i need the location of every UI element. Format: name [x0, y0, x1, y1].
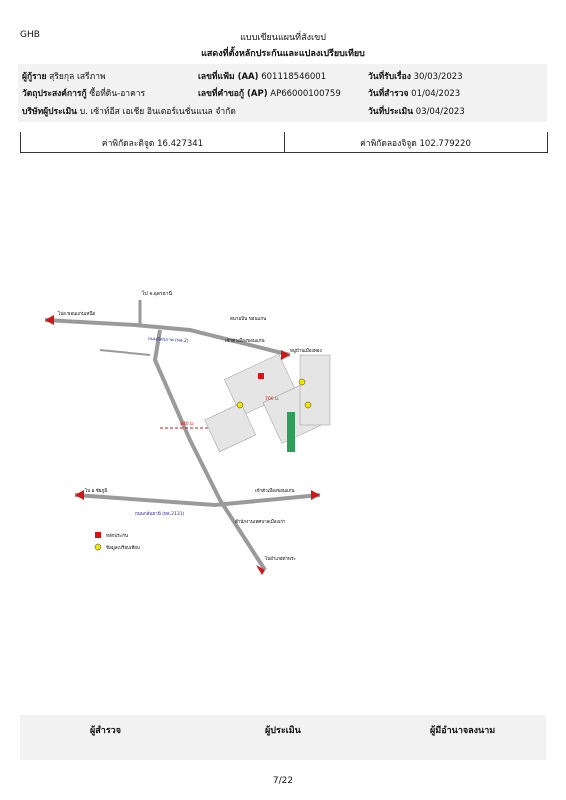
survey-date-field: วันที่สำรวจ 01/04/2023 [368, 86, 460, 100]
request-no-field: เลขที่คำขอกู้ (AP) AP66000100759 [198, 86, 341, 100]
label-udon: ไป จ.อุดรธานี [141, 290, 173, 297]
coordinates-divider [284, 132, 285, 152]
highway-2131 [74, 493, 321, 508]
purpose-value: ซื้อที่ดิน-อาคาร [89, 89, 146, 99]
label-airport: สนามบิน ขอนแก่น [230, 316, 266, 322]
appraiser-company-value: บ. เซ้าท์อีส เอเชีย อินเตอร์เนชั่นแนล จำ… [79, 107, 236, 117]
bank-code: GHB [20, 30, 40, 40]
request-no-label: เลขที่คำขอกู้ (AP) [198, 89, 268, 99]
appraiser-company-label: บริษัทผู้ประเมิน [22, 107, 77, 117]
borrower-field: ผู้กู้ราย สุริยกุล เสรีภาพ [22, 69, 106, 83]
latitude-cell: ค่าพิกัดละติจูด 16.427341 [101, 139, 204, 149]
compare-marker-3 [304, 401, 312, 409]
document-subtitle: แสดงที่ตั้งหลักประกันและแปลงเปรียบเทียบ [201, 49, 365, 59]
arrow-west-lower [75, 490, 84, 500]
appraisal-date-value: 03/04/2023 [415, 107, 465, 117]
arrow-east-lower [311, 490, 320, 500]
signature-appraiser: ผู้ประเมิน [265, 726, 301, 736]
request-no-value: AP66000100759 [270, 89, 341, 99]
legend-collateral-label: หลักประกัน [106, 533, 128, 539]
compare-marker-2 [298, 378, 306, 386]
purpose-label: วัตถุประสงค์การกู้ [22, 89, 87, 99]
legend-compare-label: ข้อมูลเปรียบเทียบ [106, 545, 140, 551]
label-city-center: เข้าตัวเมืองขอนแก่น [225, 337, 265, 344]
label-city-center-2: เข้าตัวเมืองขอนแก่น [255, 487, 295, 494]
legend-collateral-swatch [95, 532, 101, 538]
location-sketch-map: ไป จ.อุดรธานี ถนนมิตรภาพ (ทล.2) ไปอ.ขอนแ… [44, 290, 331, 575]
label-village: หมู่บ้านเมืองทอง [290, 347, 322, 354]
document-title: แบบเขียนแผนที่สังเขป [240, 33, 326, 43]
appraiser-company-field: บริษัทผู้ประเมิน บ. เซ้าท์อีส เอเชีย อิน… [22, 104, 236, 118]
borrower-label: ผู้กู้ราย [22, 72, 47, 82]
received-date-field: วันที่รับเรื่อง 30/03/2023 [368, 69, 463, 83]
borrower-value: สุริยกุล เสรีภาพ [49, 72, 106, 82]
arrow-east [281, 350, 290, 360]
signature-approver: ผู้มีอำนาจลงนาม [430, 726, 496, 736]
signature-bar: ผู้สำรวจ ผู้ประเมิน ผู้มีอำนาจลงนาม [20, 715, 546, 760]
coordinates-table: ค่าพิกัดละติจูด 16.427341 ค่าพิกัดลองจิจ… [20, 132, 548, 153]
arrow-south [256, 565, 265, 575]
subdivision-blocks [204, 353, 331, 453]
legend-compare-swatch [94, 543, 102, 551]
file-no-value: 601118546001 [261, 72, 327, 82]
label-mitraphap: ถนนมิตรภาพ (ทล.2) [148, 336, 189, 344]
page-number: 7/22 [272, 776, 294, 786]
side-road [99, 349, 151, 356]
survey-date-value: 01/04/2023 [411, 89, 461, 99]
label-municipal-office: สำนักงานเทศบาลเมืองเก่า [235, 518, 286, 525]
collateral-marker [258, 373, 264, 379]
appraisal-date-field: วันที่ประเมิน 03/04/2023 [368, 104, 465, 118]
file-no-label: เลขที่แฟ้ม (AA) [198, 72, 259, 82]
received-date-label: วันที่รับเรื่อง [368, 72, 411, 82]
highway-mitraphap [44, 318, 291, 357]
label-tha-phra: ไปอำเภอท่าพระ [264, 555, 296, 562]
info-panel: ผู้กู้ราย สุริยกุล เสรีภาพ เลขที่แฟ้ม (A… [18, 64, 547, 122]
main-diagonal-road [152, 329, 267, 572]
arrow-west [45, 315, 54, 325]
appraisal-date-label: วันที่ประเมิน [368, 107, 414, 117]
label-700m: 700 ม. [265, 396, 279, 402]
label-khonkaen-north: ไปอ.ขอนแก่นเหนือ [57, 310, 95, 317]
signature-surveyor: ผู้สำรวจ [90, 726, 121, 736]
label-chaiyaphum: ไป อ.ชัยภูมิ [84, 488, 107, 494]
received-date-value: 30/03/2023 [413, 72, 463, 82]
file-no-field: เลขที่แฟ้ม (AA) 601118546001 [198, 69, 326, 83]
label-koon-road: ถนนกลั่นธานี (ทล.2131) [135, 510, 185, 517]
longitude-cell: ค่าพิกัดลองจิจูด 102.779220 [360, 139, 471, 149]
purpose-field: วัตถุประสงค์การกู้ ซื้อที่ดิน-อาคาร [22, 86, 145, 100]
survey-date-label: วันที่สำรวจ [368, 89, 409, 99]
label-840m: 840 ม. [180, 421, 194, 427]
green-strip [287, 412, 295, 452]
compare-marker-1 [236, 401, 244, 409]
